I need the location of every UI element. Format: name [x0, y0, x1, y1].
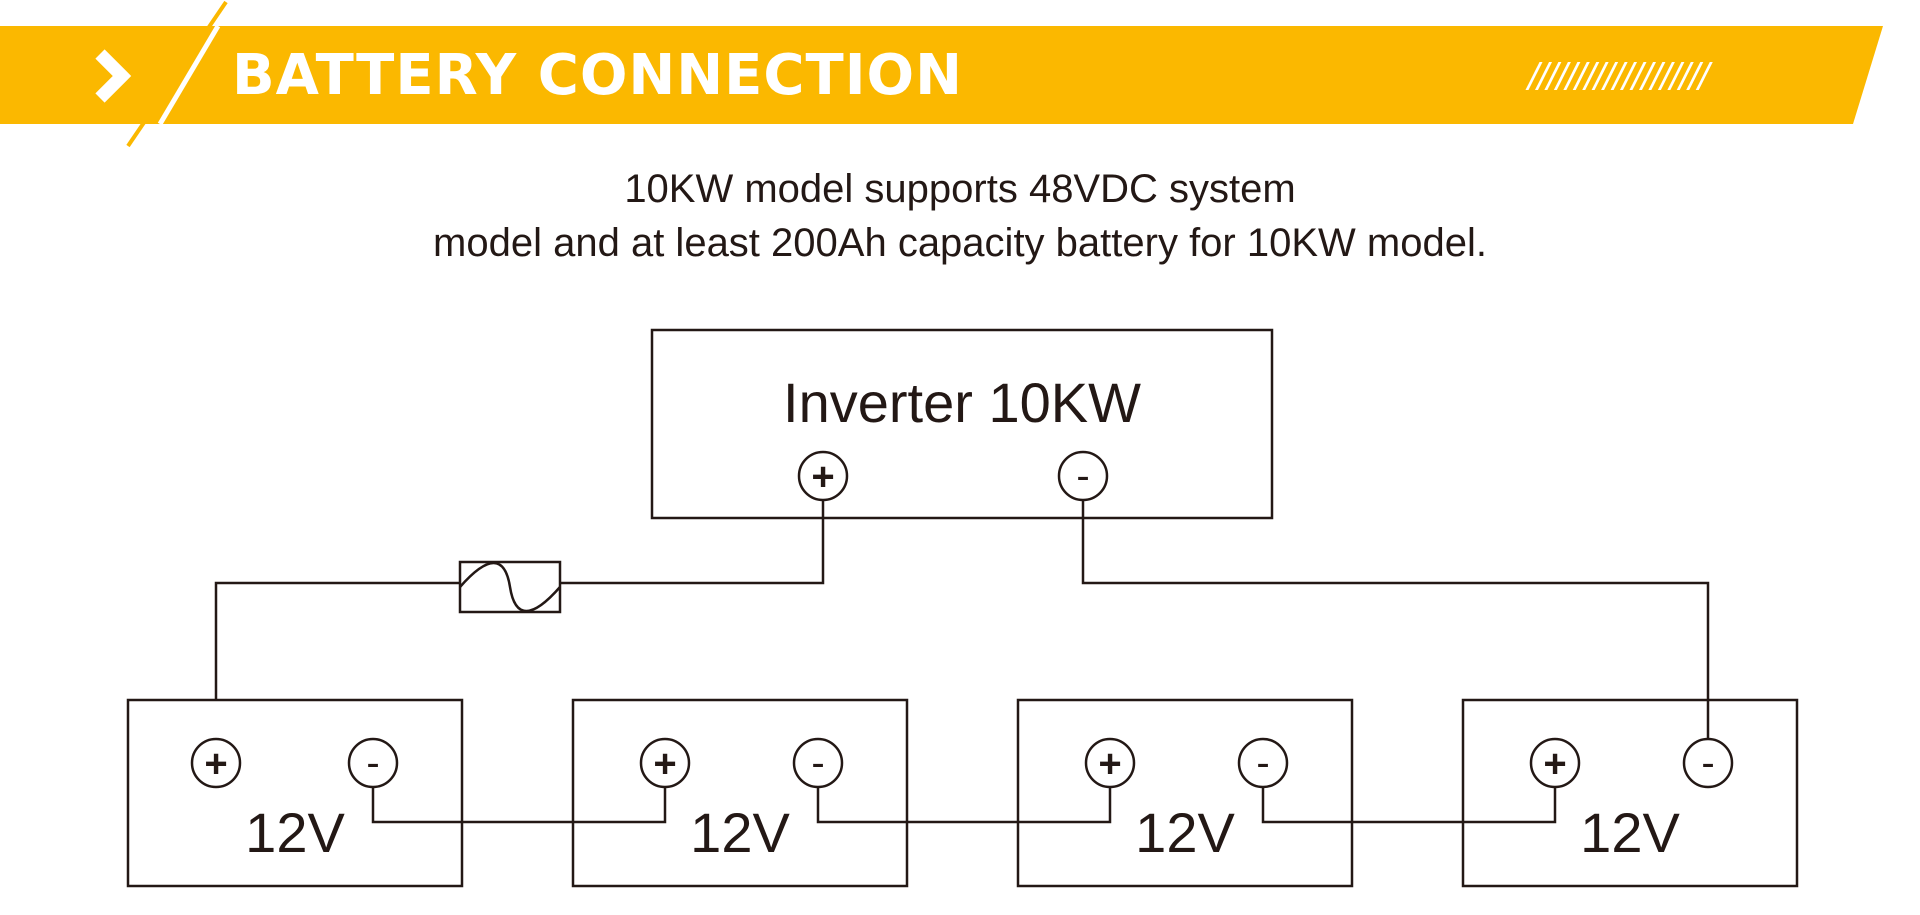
- inverter-positive-symbol: +: [811, 455, 834, 499]
- battery-4-positive-terminal: [1529, 737, 1581, 789]
- battery-1-negative-terminal: [347, 737, 399, 789]
- chevron-right-icon: [95, 49, 132, 103]
- battery-4-label: 12V: [1580, 801, 1680, 864]
- battery-box-1: [126, 698, 464, 888]
- inverter-negative-symbol: -: [1076, 454, 1089, 498]
- slash-line-inner: [157, 24, 221, 126]
- series-link-1-2: [371, 785, 667, 824]
- slash-line-outer: [126, 0, 228, 148]
- wire-positive-upper: [560, 500, 825, 585]
- banner-hatch-decoration: ///////////////////: [1528, 56, 1710, 96]
- banner-background: [0, 26, 1883, 124]
- inverter-box: [650, 328, 1274, 520]
- battery-3-negative-symbol: -: [1256, 741, 1269, 785]
- battery-1-negative-symbol: -: [366, 741, 379, 785]
- description-line-1: 10KW model supports 48VDC system: [624, 167, 1296, 211]
- wire-negative: [1081, 500, 1710, 739]
- battery-3-negative-terminal: [1237, 737, 1289, 789]
- battery-2-negative-symbol: -: [811, 741, 824, 785]
- battery-4-positive-symbol: +: [1543, 742, 1566, 786]
- battery-2-negative-terminal: [792, 737, 844, 789]
- series-link-2-3: [816, 785, 1112, 824]
- inverter-label: Inverter 10KW: [783, 371, 1141, 434]
- battery-box-4: [1461, 698, 1799, 888]
- battery-1-label: 12V: [245, 801, 345, 864]
- battery-box-2: [571, 698, 909, 888]
- battery-1-positive-symbol: +: [204, 742, 227, 786]
- battery-3-label: 12V: [1135, 801, 1235, 864]
- battery-1-positive-terminal: [190, 737, 242, 789]
- inverter-negative-terminal: [1057, 450, 1109, 502]
- inverter-positive-terminal: [797, 450, 849, 502]
- banner-shape: [0, 0, 1883, 148]
- fuse-icon: [458, 560, 562, 614]
- page-title: BATTERY CONNECTION: [232, 43, 964, 108]
- battery-3-positive-terminal: [1084, 737, 1136, 789]
- description: 10KW model supports 48VDC system model a…: [0, 162, 1920, 270]
- battery-box-3: [1016, 698, 1354, 888]
- battery-4-negative-symbol: -: [1701, 741, 1714, 785]
- wire-positive-lower: [214, 581, 460, 700]
- header-banner: BATTERY CONNECTION ///////////////////: [0, 0, 1920, 148]
- battery-2-positive-symbol: +: [653, 742, 676, 786]
- description-line-2: model and at least 200Ah capacity batter…: [433, 221, 1487, 265]
- battery-2-positive-terminal: [639, 737, 691, 789]
- battery-3-positive-symbol: +: [1098, 742, 1121, 786]
- battery-2-label: 12V: [690, 801, 790, 864]
- series-link-3-4: [1261, 785, 1557, 824]
- battery-4-negative-terminal: [1682, 737, 1734, 789]
